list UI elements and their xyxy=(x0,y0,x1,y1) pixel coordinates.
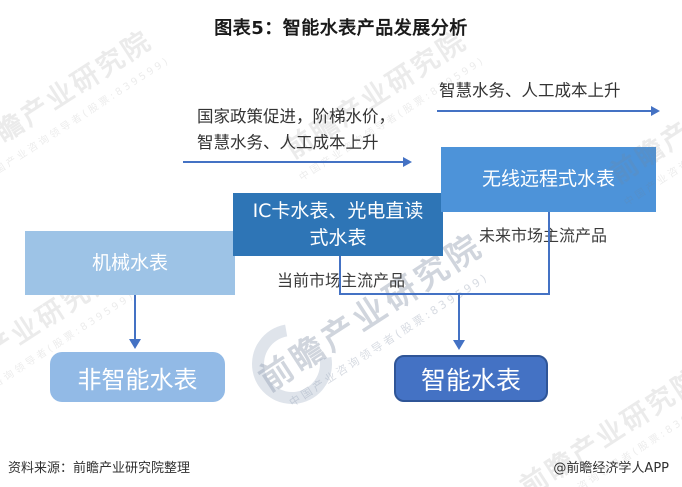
box-wireless-remote-water-meter: 无线远程式水表 xyxy=(441,147,656,212)
connector-ic-down-line xyxy=(339,256,341,295)
box-non-smart-water-meter: 非智能水表 xyxy=(50,352,225,402)
down-arrowhead-icon xyxy=(453,340,465,350)
box-non-smart-label: 非智能水表 xyxy=(77,365,198,394)
connector-smart-down-line xyxy=(458,295,460,340)
mid-driver-label: 国家政策促进，阶梯水价， 智慧水务、人工成本上升 xyxy=(197,104,395,156)
top-driver-label: 智慧水务、人工成本上升 xyxy=(439,81,621,100)
box-mechanical-water-meter: 机械水表 xyxy=(25,231,235,295)
box-ic-card-water-meter: IC卡水表、光电直读 式水表 xyxy=(233,193,443,256)
page-title: 图表5：智能水表产品发展分析 xyxy=(214,18,468,39)
right-arrowhead-icon xyxy=(651,106,660,116)
right-arrowhead-icon xyxy=(403,157,412,167)
down-arrowhead-icon xyxy=(129,339,141,349)
connector-mechanical-down-line xyxy=(134,295,136,339)
note-future-mainstream: 未来市场主流产品 xyxy=(479,226,608,245)
mid-growth-arrow xyxy=(183,157,412,167)
connector-merge-line xyxy=(339,293,550,295)
watermark: 前瞻产业研究院 中国产业咨询领导者(股票:839599) xyxy=(0,16,173,184)
mid-driver-line2: 智慧水务、人工成本上升 xyxy=(197,133,379,152)
box-ic-label-line2: 式水表 xyxy=(309,226,367,249)
box-mechanical-label: 机械水表 xyxy=(91,251,168,274)
footer-credit-label: @前瞻经济学人APP xyxy=(553,461,669,476)
watermark-logo-icon xyxy=(236,308,348,420)
box-wireless-label: 无线远程式水表 xyxy=(481,168,615,190)
box-smart-water-meter: 智能水表 xyxy=(394,355,548,402)
footer-source-label: 资料来源：前瞻产业研究院整理 xyxy=(8,461,191,476)
watermark-sub-text: 中国产业咨询领导者(股票:839599) xyxy=(0,54,173,184)
mid-driver-line1: 国家政策促进，阶梯水价， xyxy=(197,107,395,126)
top-growth-arrow xyxy=(437,106,660,116)
note-current-mainstream: 当前市场主流产品 xyxy=(277,271,406,290)
connector-wireless-down-line xyxy=(548,212,550,295)
box-ic-label-line1: IC卡水表、光电直读 xyxy=(252,199,424,222)
box-smart-label: 智能水表 xyxy=(420,365,521,395)
